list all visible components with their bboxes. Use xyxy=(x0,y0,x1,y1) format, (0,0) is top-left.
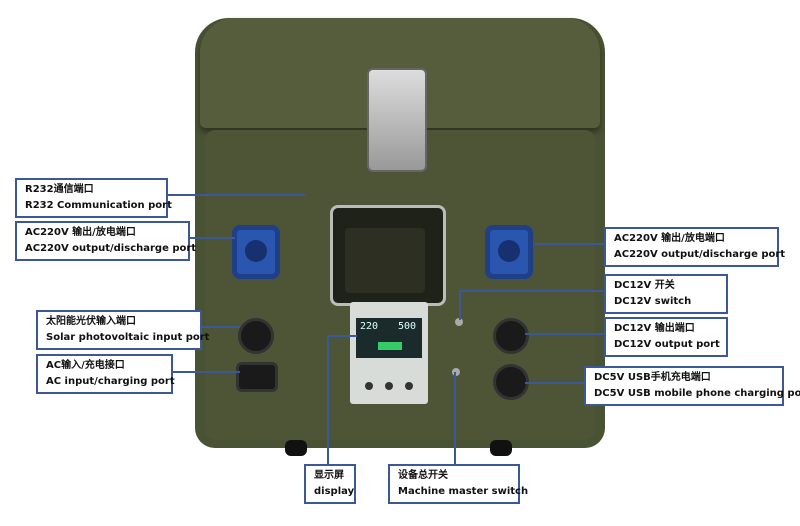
dc12-port xyxy=(493,318,529,354)
label-cn: AC220V 输出/放电端口 xyxy=(614,233,725,244)
label-cn: 显示屏 xyxy=(314,470,344,481)
wheel xyxy=(285,440,307,456)
label-r232: R232通信端口 R232 Communication port xyxy=(15,178,172,218)
panel-button xyxy=(405,382,413,390)
panel-button xyxy=(385,382,393,390)
label-en: DC12V switch xyxy=(614,296,692,307)
label-ac-out-left: AC220V 输出/放电端口 AC220V output/discharge po… xyxy=(15,221,197,261)
label-cn: DC12V 开关 xyxy=(614,280,675,291)
wheel xyxy=(490,440,512,456)
battery-icon xyxy=(378,342,402,350)
screen-right-value: 500 xyxy=(398,321,417,332)
label-en: display xyxy=(314,486,355,497)
label-cn: AC输入/充电接口 xyxy=(46,360,125,371)
label-master: 设备总开关 Machine master switch xyxy=(388,464,529,504)
ac-input-port xyxy=(236,362,278,392)
dc12-switch xyxy=(455,318,463,326)
label-en: Machine master switch xyxy=(398,486,529,497)
screen-left-value: 220 xyxy=(360,321,379,332)
handle-grip xyxy=(345,228,425,293)
label-ac-out-right: AC220V 输出/放电端口 AC220V output/discharge po… xyxy=(604,227,786,267)
label-dc12-out: DC12V 输出端口 DC12V output port xyxy=(604,317,728,357)
label-dc12-switch: DC12V 开关 DC12V switch xyxy=(604,274,728,314)
label-en: DC5V USB mobile phone charging port xyxy=(594,388,800,399)
label-en: R232 Communication port xyxy=(25,200,172,211)
solar-port xyxy=(238,318,274,354)
label-cn: R232通信端口 xyxy=(25,184,94,195)
panel-button xyxy=(365,382,373,390)
label-en: AC input/charging port xyxy=(46,376,175,387)
label-cn: DC5V USB手机充电端口 xyxy=(594,372,711,383)
label-en: AC220V output/discharge port xyxy=(614,249,786,260)
label-en: AC220V output/discharge port xyxy=(25,243,197,254)
display-screen: 220 500 xyxy=(356,318,422,358)
label-solar: 太阳能光伏输入端口 Solar photovoltaic input port xyxy=(36,310,210,350)
label-cn: DC12V 输出端口 xyxy=(614,323,695,334)
label-cn: 设备总开关 xyxy=(398,470,448,481)
label-en: Solar photovoltaic input port xyxy=(46,332,210,343)
label-cn: 太阳能光伏输入端口 xyxy=(46,316,136,327)
ac-socket-right xyxy=(485,225,533,279)
label-cn: AC220V 输出/放电端口 xyxy=(25,227,136,238)
label-en: DC12V output port xyxy=(614,339,720,350)
label-display: 显示屏 display xyxy=(304,464,356,504)
latch xyxy=(367,68,427,172)
label-usb: DC5V USB手机充电端口 DC5V USB mobile phone char… xyxy=(584,366,800,406)
ac-socket-left xyxy=(232,225,280,279)
label-ac-in: AC输入/充电接口 AC input/charging port xyxy=(36,354,175,394)
